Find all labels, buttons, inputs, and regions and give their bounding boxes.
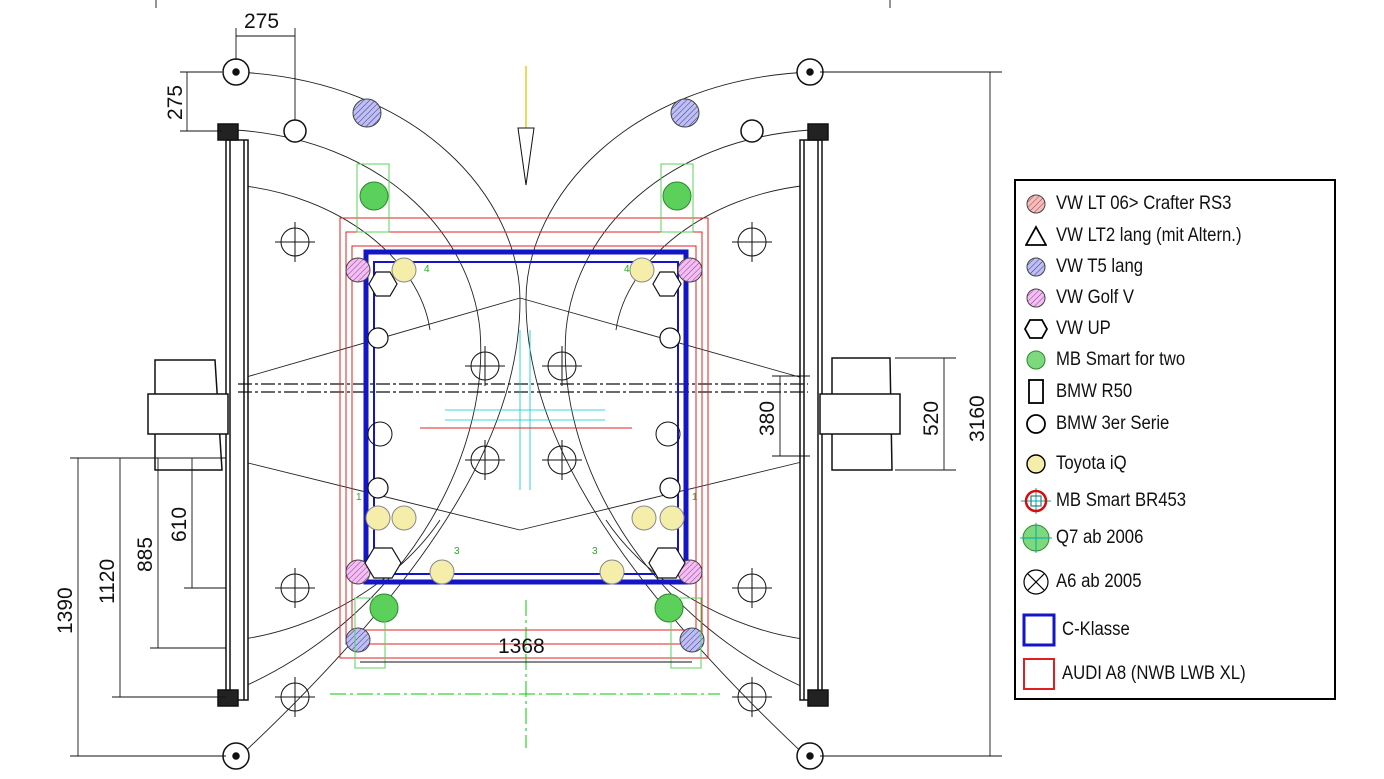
cyan-lines — [445, 330, 605, 490]
legend-item: BMW R50 — [1016, 377, 1143, 407]
legend-item: VW LT 06> Crafter RS3 — [1016, 189, 1255, 219]
legend-label: Toyota iQ — [1056, 453, 1127, 474]
legend-item: BMW 3er Serie — [1016, 409, 1185, 439]
pad-number: 3 — [592, 546, 598, 557]
dim-610: 610 — [168, 507, 191, 542]
hatched-circle-blue-icon — [1016, 252, 1056, 282]
dim-base-depth: 520 — [920, 401, 943, 436]
pad-number: 1 — [356, 492, 362, 503]
pad-number: 4 — [424, 264, 430, 275]
legend-label: VW LT 06> Crafter RS3 — [1056, 193, 1232, 214]
dim-885: 885 — [134, 537, 157, 572]
legend-label: VW UP — [1056, 318, 1111, 339]
hatched-circle-magenta-icon — [1016, 283, 1056, 313]
legend-label: VW Golf V — [1056, 287, 1135, 308]
a6-points — [275, 222, 772, 717]
legend-item: VW LT2 lang (mit Altern.) — [1016, 221, 1267, 251]
cross-beam — [238, 383, 808, 393]
legend-box: VW LT 06> Crafter RS3 VW LT2 lang (mit A… — [1014, 179, 1336, 700]
pad-number: 3 — [454, 546, 460, 557]
blue-square-icon — [1016, 612, 1062, 648]
legend-label: MB Smart BR453 — [1056, 490, 1187, 511]
pad-number: 1 — [692, 492, 698, 503]
legend-label: BMW R50 — [1056, 381, 1133, 402]
left-column — [147, 58, 307, 770]
green-crosshair-circle-icon — [1016, 523, 1056, 553]
x-circle-icon — [1016, 567, 1056, 597]
dim-top-width: 275 — [244, 10, 279, 33]
legend-label: C-Klasse — [1062, 619, 1130, 640]
dim-1120: 1120 — [96, 559, 119, 604]
hatched-circle-red-icon — [1016, 189, 1056, 219]
audi-a8-outline — [339, 217, 709, 659]
legend-label: BMW 3er Serie — [1056, 413, 1170, 434]
legend-label: MB Smart for two — [1056, 349, 1186, 370]
legend-item: VW T5 lang — [1016, 252, 1155, 282]
legend-item: MB Smart BR453 — [1016, 486, 1204, 516]
legend-item: A6 ab 2005 — [1016, 567, 1153, 597]
legend-item: VW UP — [1016, 314, 1118, 344]
legend-label: VW LT2 lang (mit Altern.) — [1056, 225, 1242, 246]
green-guides — [354, 163, 702, 669]
legend-item: VW Golf V — [1016, 283, 1145, 313]
dimension-lines — [70, 0, 1002, 757]
dim-arm-offset: 380 — [756, 401, 779, 436]
legend-label: A6 ab 2005 — [1056, 571, 1142, 592]
triangle-icon — [1016, 221, 1056, 251]
pad-number: 4 — [624, 264, 630, 275]
c-klasse-outline — [363, 249, 689, 585]
legend-item: Q7 ab 2006 — [1016, 523, 1155, 553]
dim-top-height: 275 — [164, 85, 187, 120]
red-ring-square-icon — [1016, 486, 1056, 516]
direction-arrow-icon — [517, 66, 535, 186]
dim-total-height: 3160 — [966, 395, 989, 442]
rectangle-icon — [1016, 377, 1056, 407]
right-column — [740, 58, 901, 770]
legend-item: C-Klasse — [1016, 612, 1139, 648]
green-circle-icon — [1016, 345, 1056, 375]
legend-item: MB Smart for two — [1016, 345, 1203, 375]
arm-lines — [235, 297, 811, 531]
legend-label: Q7 ab 2006 — [1056, 527, 1144, 548]
circle-icon — [1016, 409, 1056, 439]
yellow-circle-icon — [1016, 449, 1056, 479]
hexagon-icon — [1016, 314, 1056, 344]
legend-label: AUDI A8 (NWB LWB XL) — [1062, 663, 1246, 684]
dim-1390: 1390 — [54, 587, 77, 634]
legend-label: VW T5 lang — [1056, 256, 1144, 277]
red-square-icon — [1016, 656, 1062, 692]
pads — [345, 98, 705, 653]
centerlines — [330, 600, 720, 748]
dim-inner-width: 1368 — [498, 635, 545, 658]
legend-item: AUDI A8 (NWB LWB XL) — [1016, 656, 1271, 692]
legend-item: Toyota iQ — [1016, 449, 1136, 479]
